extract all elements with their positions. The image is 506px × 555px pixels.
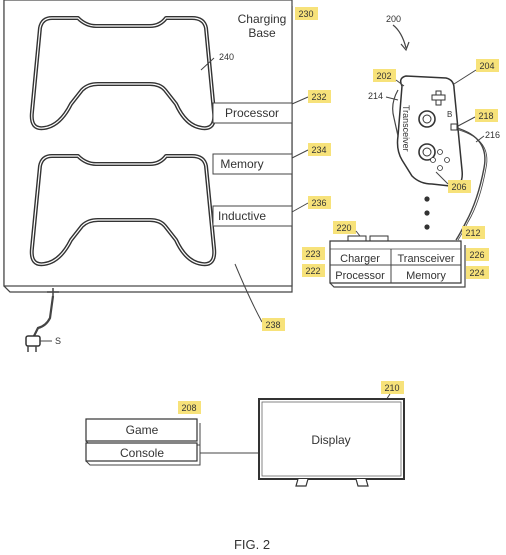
face-button-icon bbox=[430, 157, 436, 163]
console-game-label: Game bbox=[126, 423, 159, 437]
base-corner-line bbox=[3, 285, 11, 293]
face-button-icon bbox=[437, 149, 443, 155]
controller-transceiver-text: Transceiver bbox=[401, 105, 411, 152]
ref-label-238: 238 bbox=[265, 320, 280, 330]
figure-caption: FIG. 2 bbox=[234, 537, 270, 552]
dpad-icon bbox=[431, 90, 446, 106]
face-button-icon bbox=[437, 165, 443, 171]
display-monitor: 210 Display bbox=[258, 381, 405, 487]
controller-200: 200 Transceiver B 202 204 214 bbox=[368, 14, 500, 241]
ref-label-214: 214 bbox=[368, 91, 383, 101]
ellipsis-dot bbox=[424, 224, 430, 230]
dongle-cell-memory: Memory bbox=[406, 270, 446, 282]
ref-label-210: 210 bbox=[384, 383, 399, 393]
ref-badge-206 bbox=[448, 180, 471, 193]
console-console-box bbox=[85, 442, 198, 462]
dongle-cell-transceiver: Transceiver bbox=[397, 253, 454, 265]
analog-stick-left-icon bbox=[418, 110, 436, 128]
ref-badge-204 bbox=[476, 59, 499, 72]
base-title-line2: Base bbox=[248, 26, 276, 40]
ref-badge-202 bbox=[373, 69, 396, 82]
ref-label-216: 216 bbox=[485, 130, 500, 140]
ref-badge-212 bbox=[462, 226, 485, 239]
leader-238 bbox=[234, 263, 263, 323]
ref-label-222: 222 bbox=[305, 266, 320, 276]
leader-234 bbox=[291, 149, 309, 159]
leader-240 bbox=[200, 57, 215, 71]
ref-badge-222 bbox=[302, 264, 325, 277]
base-outline bbox=[3, 0, 293, 287]
dongle-212: 212 220 Charger Transceiver Processor Me… bbox=[302, 221, 489, 288]
display-frame bbox=[258, 398, 405, 480]
base-title-line1: Charging bbox=[238, 12, 287, 26]
arrow-200-head bbox=[400, 41, 410, 52]
ref-badge-210 bbox=[381, 381, 404, 394]
ref-badge-230 bbox=[295, 7, 318, 20]
dongle-cell-charger: Charger bbox=[340, 253, 380, 265]
controller-silhouette-upper bbox=[29, 16, 217, 131]
dongle-cell-processor: Processor bbox=[335, 270, 385, 282]
controller-side-edge bbox=[392, 89, 399, 137]
ref-label-200: 200 bbox=[386, 14, 401, 24]
ref-label-220: 220 bbox=[336, 223, 351, 233]
ellipsis-dot bbox=[424, 196, 430, 202]
ref-label-232: 232 bbox=[311, 92, 326, 102]
base-box-processor: Processor bbox=[212, 102, 293, 124]
ref-label-234: 234 bbox=[311, 145, 326, 155]
console-game-box bbox=[85, 418, 198, 442]
usb-port-icon bbox=[450, 123, 458, 131]
display-label: Display bbox=[311, 433, 350, 447]
ellipsis-dot bbox=[424, 210, 430, 216]
plug-label: S bbox=[55, 336, 61, 346]
base-box-memory: Memory bbox=[212, 153, 293, 175]
display-screen bbox=[261, 401, 402, 477]
ref-badge-208 bbox=[178, 401, 201, 414]
analog-stick-right-icon bbox=[418, 143, 436, 161]
ref-label-236: 236 bbox=[311, 198, 326, 208]
ref-label-230: 230 bbox=[298, 9, 313, 19]
ref-label-202: 202 bbox=[376, 71, 391, 81]
leader-236 bbox=[291, 202, 309, 213]
ref-badge-224 bbox=[466, 266, 489, 279]
arrow-200 bbox=[392, 24, 407, 49]
game-console: 208 Game Console bbox=[85, 401, 259, 466]
ref-label-240: 240 bbox=[219, 52, 234, 62]
ref-badge-234 bbox=[308, 143, 331, 156]
ref-badge-238 bbox=[262, 318, 285, 331]
ref-label-218: 218 bbox=[478, 111, 493, 121]
ref-label-212: 212 bbox=[465, 228, 480, 238]
ref-badge-218 bbox=[475, 109, 498, 122]
svg-text:Processor: Processor bbox=[225, 106, 279, 120]
ref-label-204: 204 bbox=[479, 61, 494, 71]
ref-label-223: 223 bbox=[305, 249, 320, 259]
console-console-label: Console bbox=[120, 446, 164, 460]
display-foot-left bbox=[295, 478, 309, 487]
ref-badge-232 bbox=[308, 90, 331, 103]
display-foot-right bbox=[355, 478, 369, 487]
ref-badge-226 bbox=[466, 248, 489, 261]
leader-232 bbox=[291, 96, 309, 105]
controller-button-letter: B bbox=[447, 110, 452, 119]
ref-label-224: 224 bbox=[469, 268, 484, 278]
ref-label-208: 208 bbox=[181, 403, 196, 413]
base-box-inductive: Inductive bbox=[212, 205, 293, 227]
charging-base: Charging Base 230 240 Processor 232 Memo… bbox=[3, 0, 331, 352]
controller-silhouette-lower bbox=[29, 154, 217, 267]
power-plug bbox=[25, 288, 59, 352]
ref-label-206: 206 bbox=[451, 182, 466, 192]
svg-text:Memory: Memory bbox=[220, 157, 263, 171]
face-button-icon bbox=[444, 157, 450, 163]
controller-cable bbox=[455, 127, 486, 241]
ref-badge-220 bbox=[333, 221, 356, 234]
dongle-body bbox=[329, 240, 462, 284]
ref-badge-223 bbox=[302, 247, 325, 260]
svg-text:Inductive: Inductive bbox=[218, 209, 266, 223]
ref-badge-236 bbox=[308, 196, 331, 209]
ref-label-226: 226 bbox=[469, 250, 484, 260]
